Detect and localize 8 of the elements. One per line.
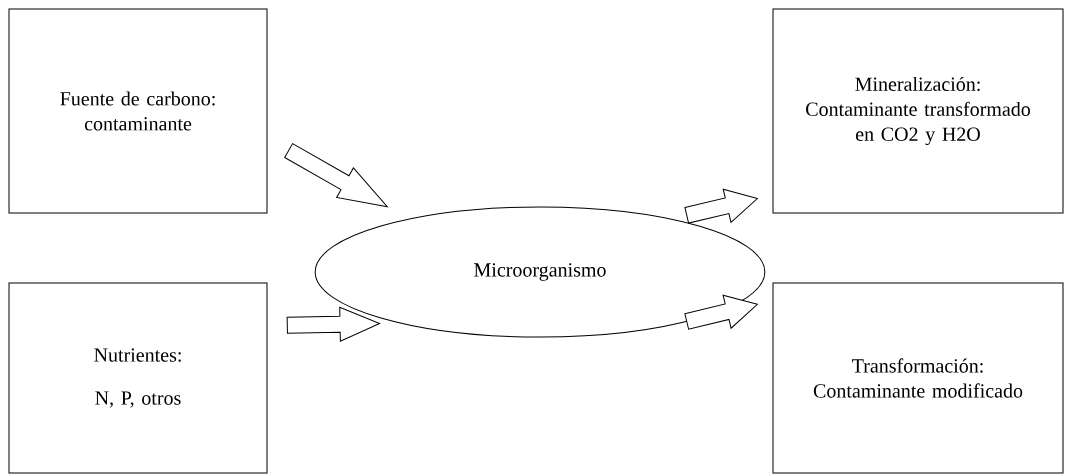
block-arrow bbox=[284, 143, 388, 208]
process-box: Transformación: Contaminante modificado bbox=[772, 282, 1064, 474]
process-box: Nutrientes: N, P, otros bbox=[8, 282, 268, 474]
process-box: Mineralización: Contaminante transformado en CO2 y H2O bbox=[772, 8, 1064, 214]
process-box: Fuente de carbono: contaminante bbox=[8, 8, 268, 214]
block-arrow bbox=[684, 188, 758, 224]
block-arrow bbox=[684, 294, 758, 330]
block-arrow bbox=[286, 306, 381, 342]
